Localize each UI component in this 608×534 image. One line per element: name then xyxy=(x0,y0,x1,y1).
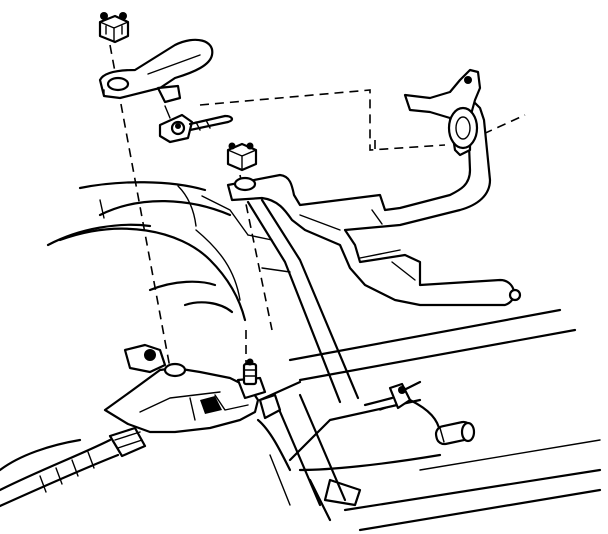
assembly-leader-lines xyxy=(109,44,526,370)
mount-stud xyxy=(242,358,258,386)
upper-bracket xyxy=(98,38,214,104)
frame-rail xyxy=(256,308,602,532)
cable-end xyxy=(363,380,476,446)
support-rod xyxy=(246,198,360,404)
upper-nut xyxy=(98,12,130,44)
fender-panel xyxy=(46,181,249,322)
lower-mount xyxy=(103,343,282,434)
upper-right-mount xyxy=(403,68,482,157)
brake-cable-bracket xyxy=(226,98,522,307)
wire-harness xyxy=(0,426,147,508)
center-nut xyxy=(226,142,258,192)
clevis-pin xyxy=(158,105,234,144)
